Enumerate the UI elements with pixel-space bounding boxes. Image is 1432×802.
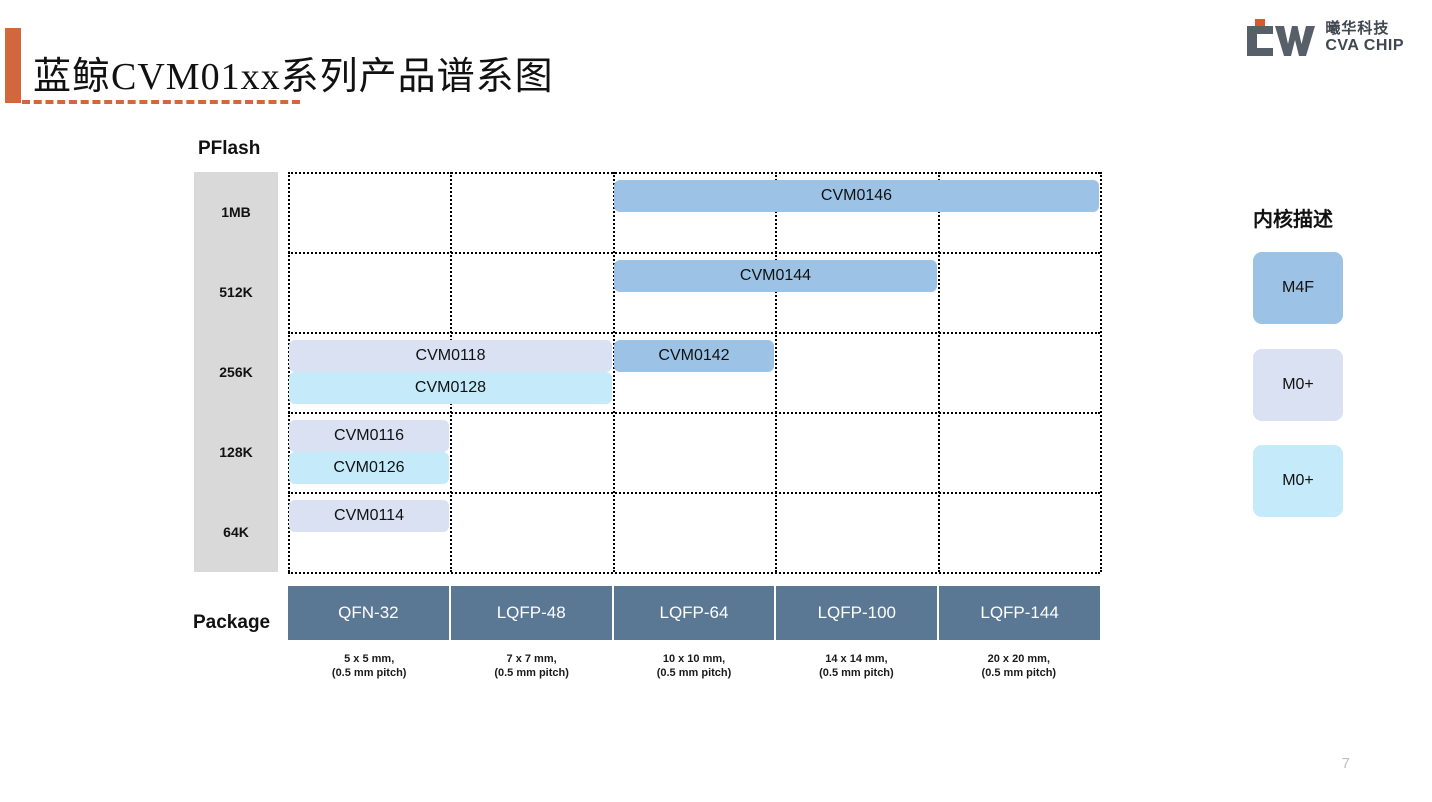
title-underline xyxy=(22,100,300,104)
grid-line-horizontal xyxy=(288,332,1100,334)
pflash-tick: 128K xyxy=(219,444,253,460)
y-axis-label: PFlash xyxy=(198,138,261,159)
package-dimension-text: 5 x 5 mm,(0.5 mm pitch) xyxy=(331,653,407,680)
grid-line-horizontal xyxy=(288,412,1100,414)
grid-line-vertical xyxy=(613,172,615,572)
brand-logo-text: 曦华科技 CVA CHIP xyxy=(1325,20,1404,55)
title-accent-bar xyxy=(5,28,21,103)
package-dimension-text: 20 x 20 mm,(0.5 mm pitch) xyxy=(981,653,1057,680)
product-bar[interactable]: CVM0144 xyxy=(614,260,937,292)
package-header-cell[interactable]: LQFP-48 xyxy=(450,586,614,640)
brand-name-en: CVA CHIP xyxy=(1325,37,1404,55)
grid-line-vertical xyxy=(288,172,290,572)
grid-line-vertical xyxy=(938,172,940,572)
package-header-cell[interactable]: QFN-32 xyxy=(288,586,451,640)
legend-chip: M0+ xyxy=(1253,445,1343,517)
product-bar[interactable]: CVM0146 xyxy=(614,180,1099,212)
grid-line-vertical xyxy=(1100,172,1102,572)
pflash-tick: 1MB xyxy=(221,204,251,220)
package-header-cell[interactable]: LQFP-144 xyxy=(939,586,1100,640)
grid-line-horizontal xyxy=(288,572,1100,574)
brand-name-cn: 曦华科技 xyxy=(1325,20,1390,38)
product-bar[interactable]: CVM0128 xyxy=(289,372,612,404)
package-dimension-text: 7 x 7 mm,(0.5 mm pitch) xyxy=(494,653,569,680)
package-header-cell[interactable]: LQFP-100 xyxy=(776,586,940,640)
product-bar[interactable]: CVM0114 xyxy=(289,500,449,532)
pflash-tick: 256K xyxy=(219,364,253,380)
pflash-tick: 512K xyxy=(219,284,253,300)
grid-line-horizontal xyxy=(288,252,1100,254)
product-bar[interactable]: CVM0118 xyxy=(289,340,612,372)
package-dimension-text: 10 x 10 mm,(0.5 mm pitch) xyxy=(656,653,732,680)
legend-chip: M0+ xyxy=(1253,349,1343,421)
grid-line-horizontal xyxy=(288,172,1100,174)
pflash-tick: 64K xyxy=(223,524,249,540)
cva-chip-logo-icon xyxy=(1243,18,1316,58)
package-header-cell[interactable]: LQFP-64 xyxy=(613,586,777,640)
legend-title: 内核描述 xyxy=(1253,209,1333,231)
logo-accent-square-icon xyxy=(1255,19,1266,29)
package-dimension-text: 14 x 14 mm,(0.5 mm pitch) xyxy=(819,653,894,680)
page-number: 7 xyxy=(1341,755,1350,772)
brand-logo: 曦华科技 CVA CHIP xyxy=(1243,18,1404,58)
package-dimension-row: 5 x 5 mm,(0.5 mm pitch) 7 x 7 mm,(0.5 mm … xyxy=(288,652,1100,681)
pflash-axis: 1MB 512K 256K 128K 64K xyxy=(194,172,278,572)
product-bar[interactable]: CVM0142 xyxy=(614,340,774,372)
page-title: 蓝鲸CVM01xx系列产品谱系图 xyxy=(33,56,554,98)
product-bar[interactable]: CVM0126 xyxy=(289,452,449,484)
product-bar[interactable]: CVM0116 xyxy=(289,420,449,452)
x-axis-label: Package xyxy=(193,612,271,633)
grid-line-vertical xyxy=(775,172,777,572)
grid-line-horizontal xyxy=(288,492,1100,494)
legend-chip: M4F xyxy=(1253,252,1343,324)
